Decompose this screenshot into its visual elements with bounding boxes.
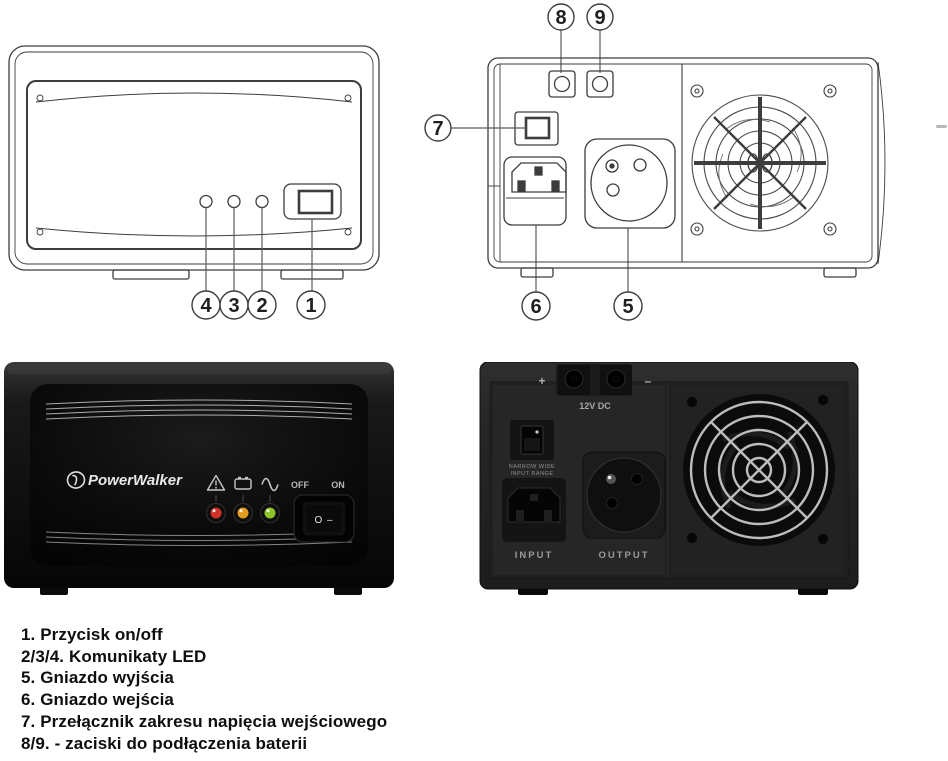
front-photo: PowerWalker — [4, 362, 394, 595]
callout-9: 9 — [594, 7, 605, 29]
brand-logo: PowerWalker — [66, 471, 183, 489]
callout-leader-lines — [205, 208, 313, 291]
led-tick-lines — [215, 495, 271, 502]
plus-label: + — [538, 374, 545, 388]
callout-1: 1 — [305, 295, 316, 317]
front-callouts: 4 3 2 1 — [191, 290, 326, 320]
minus-label: – — [645, 374, 652, 388]
fan-screws — [690, 84, 837, 236]
callout-7: 7 — [432, 118, 443, 140]
front-switch-outline — [283, 183, 342, 220]
brand-text: PowerWalker — [88, 472, 183, 489]
output-socket-outline — [584, 138, 676, 229]
range-label-line2: INPUT RANGE — [511, 471, 554, 477]
legend-item-5: 5. Gniazdo wyjścia — [21, 668, 174, 688]
fan-screws — [686, 394, 829, 545]
rear-callouts: 8 9 7 6 5 — [424, 3, 643, 321]
output-socket — [582, 451, 666, 539]
callout-3: 3 — [228, 295, 239, 317]
rear-foot — [520, 267, 554, 278]
front-foot — [112, 269, 190, 280]
sine-wave-icon — [261, 477, 279, 492]
dc-voltage-label: 12V DC — [579, 401, 611, 411]
output-label: OUTPUT — [598, 550, 649, 561]
legend-item-7: 7. Przełącznik zakresu napięcia wejściow… — [21, 711, 388, 731]
top-bevel — [7, 364, 391, 374]
range-label-line1: NARROW WIDE — [509, 464, 555, 470]
legend-item-2-3-4: 2/3/4. Komunikaty LED — [21, 646, 207, 666]
power-rocker-switch: O – — [293, 494, 355, 543]
warning-triangle-icon — [206, 474, 226, 491]
off-label: OFF — [291, 480, 309, 490]
callout-5: 5 — [622, 296, 633, 318]
front-led-outlines — [199, 194, 269, 209]
rear-line-drawing: 8 9 7 6 5 — [424, 3, 886, 321]
battery-terminals — [556, 364, 632, 396]
led-battery — [233, 503, 253, 523]
callout-2: 2 — [256, 295, 267, 317]
led-indicators — [206, 503, 280, 523]
on-label: ON — [331, 480, 345, 490]
iec-inlet-outline — [503, 156, 567, 226]
front-body-outline — [8, 45, 380, 280]
range-switch-outline — [451, 111, 559, 146]
decor-pinstripes — [45, 399, 353, 546]
rear-photo: + – 12V DC NARROW WIDE INPUT RANGE INPUT — [479, 362, 859, 595]
callout-leader-lines — [535, 30, 629, 292]
battery-terminal-outlines — [548, 70, 614, 98]
legend-item-1: 1. Przycisk on/off — [21, 625, 163, 644]
powerwalker-logo-icon — [66, 471, 86, 489]
legend-item-6: 6. Gniazdo wejścia — [21, 690, 174, 710]
iec-c14-inlet — [502, 478, 566, 542]
legend-item-8-9: 8/9. - zaciski do podłączenia baterii — [21, 733, 308, 753]
rocker-symbols: O – — [314, 515, 333, 526]
fan-grille — [683, 394, 835, 546]
callout-6: 6 — [530, 296, 541, 318]
rear-body-outline — [487, 57, 886, 278]
led-ac — [260, 503, 280, 523]
led-alarm — [206, 503, 226, 523]
legend: 1. Przycisk on/off 2/3/4. Komunikaty LED… — [21, 624, 387, 754]
glossy-front-panel — [30, 384, 368, 566]
input-label: INPUT — [515, 550, 554, 561]
input-range-switch: NARROW WIDE INPUT RANGE — [509, 420, 555, 477]
status-icons — [206, 474, 279, 492]
battery-icon — [234, 476, 252, 490]
rear-foot — [823, 267, 857, 278]
scan-artifact — [936, 125, 947, 128]
callout-4: 4 — [200, 295, 212, 317]
front-line-drawing: 4 3 2 1 — [8, 45, 380, 320]
fan-grille-outline — [681, 64, 837, 262]
callout-8: 8 — [555, 7, 566, 29]
